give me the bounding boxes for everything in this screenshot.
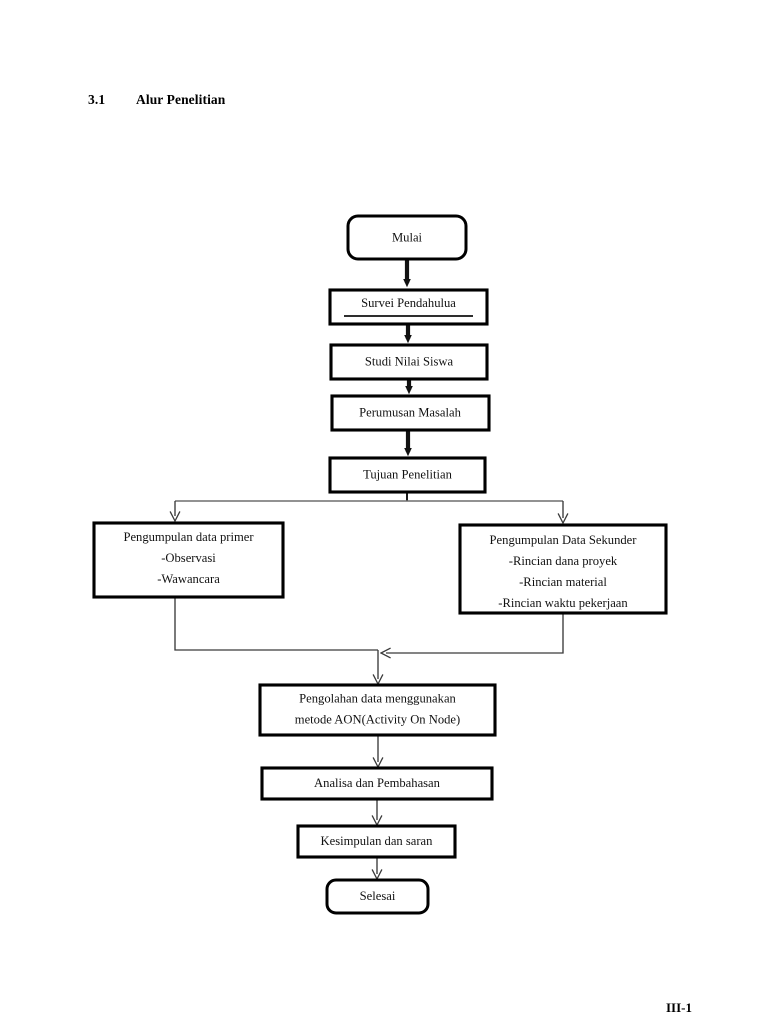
- node-analisa-label: Analisa dan Pembahasan: [314, 776, 441, 790]
- node-sekunder-label-line2: -Rincian dana proyek: [509, 554, 618, 568]
- node-studi-label: Studi Nilai Siswa: [365, 354, 454, 368]
- connector-sekunder-to-merge: [386, 613, 564, 653]
- connector-primer-to-merge: [174, 597, 378, 651]
- node-survei-pendahulua[interactable]: Survei Pendahulua: [328, 288, 489, 326]
- node-perumusan-label: Perumusan Masalah: [359, 405, 461, 419]
- node-selesai[interactable]: Selesai: [325, 878, 430, 915]
- page-number: III-1: [665, 1000, 692, 1015]
- node-tujuan-label: Tujuan Penelitian: [363, 467, 452, 481]
- node-primer-label-line3: -Wawancara: [157, 572, 220, 586]
- node-kesimpulan-saran[interactable]: Kesimpulan dan saran: [296, 824, 457, 859]
- node-pengolahan-data-aon[interactable]: Pengolahan data menggunakan metode AON(A…: [258, 683, 497, 737]
- page-title: 3.1 Alur Penelitian: [88, 92, 225, 108]
- node-selesai-label: Selesai: [360, 889, 396, 903]
- section-title: Alur Penelitian: [136, 92, 226, 107]
- node-perumusan-masalah[interactable]: Perumusan Masalah: [330, 394, 491, 432]
- node-mulai-label: Mulai: [392, 230, 423, 244]
- node-pengolahan-label-line2: metode AON(Activity On Node): [295, 712, 460, 726]
- node-primer-label-line1: Pengumpulan data primer: [123, 530, 254, 544]
- node-analisa-pembahasan[interactable]: Analisa dan Pembahasan: [260, 766, 494, 801]
- node-sekunder-label-line4: -Rincian waktu pekerjaan: [498, 596, 628, 610]
- node-pengumpulan-data-primer[interactable]: Pengumpulan data primer -Observasi -Wawa…: [92, 521, 285, 599]
- node-kesimpulan-label: Kesimpulan dan saran: [321, 834, 434, 848]
- node-studi-nilai-siswa[interactable]: Studi Nilai Siswa: [329, 343, 489, 381]
- connector-tujuan-split: [175, 492, 563, 518]
- node-sekunder-label-line3: -Rincian material: [519, 575, 607, 589]
- node-primer-label-line2: -Observasi: [161, 551, 216, 565]
- section-number: 3.1: [88, 92, 106, 107]
- node-tujuan-penelitian[interactable]: Tujuan Penelitian: [328, 456, 487, 494]
- node-pengolahan-label-line1: Pengolahan data menggunakan: [299, 691, 456, 705]
- node-sekunder-label-line1: Pengumpulan Data Sekunder: [490, 533, 638, 547]
- node-mulai[interactable]: Mulai: [346, 214, 468, 261]
- node-survei-label: Survei Pendahulua: [361, 296, 456, 310]
- node-pengumpulan-data-sekunder[interactable]: Pengumpulan Data Sekunder -Rincian dana …: [458, 523, 668, 615]
- flowchart-diagram: Mulai Survei Pendahulua Studi Nilai Sisw…: [92, 214, 668, 915]
